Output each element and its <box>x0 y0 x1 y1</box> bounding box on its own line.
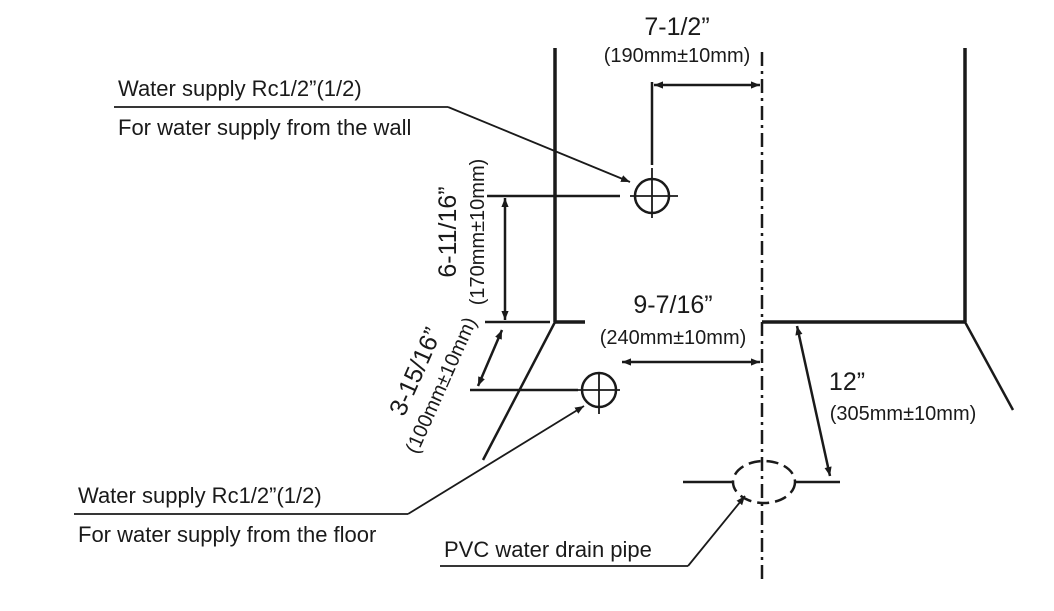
wall-supply-pipe <box>630 168 678 218</box>
dimension-vertical-spacing: 6-11/16” (170mm±10mm) <box>434 159 620 324</box>
floor-supply-pipe <box>578 371 620 414</box>
floor-offset-imperial: 9-7/16” <box>633 291 712 319</box>
drain-label: PVC water drain pipe <box>444 537 652 562</box>
top-offset-imperial: 7-1/2” <box>644 13 709 41</box>
dimension-drain-distance: 12” (305mm±10mm) <box>795 325 977 477</box>
top-offset-metric: (190mm±10mm) <box>604 45 751 67</box>
wall-supply-label: Water supply Rc1/2”(1/2) <box>118 76 362 101</box>
floor-supply-note: For water supply from the floor <box>78 522 376 547</box>
dimension-top-offset: 7-1/2” (190mm±10mm) <box>604 13 760 165</box>
callout-floor-supply: Water supply Rc1/2”(1/2) For water suppl… <box>74 405 585 547</box>
drain-pipe <box>683 459 840 505</box>
dimension-floor-offset: 9-7/16” (240mm±10mm) <box>470 291 760 392</box>
vertical-spacing-imperial: 6-11/16” <box>434 186 462 277</box>
floor-offset-metric: (240mm±10mm) <box>600 327 747 349</box>
drain-distance-imperial: 12” <box>829 368 865 396</box>
callout-wall-supply: Water supply Rc1/2”(1/2) For water suppl… <box>114 76 631 183</box>
floor-supply-label: Water supply Rc1/2”(1/2) <box>78 483 322 508</box>
wall-supply-note: For water supply from the wall <box>118 115 411 140</box>
drain-distance-metric: (305mm±10mm) <box>830 403 977 425</box>
callout-drain: PVC water drain pipe <box>440 495 746 567</box>
dimension-diagonal-spacing: 3-15/16” (100mm±10mm) <box>384 314 504 457</box>
wall-outline <box>481 48 1015 461</box>
vertical-spacing-metric: (170mm±10mm) <box>467 159 489 306</box>
